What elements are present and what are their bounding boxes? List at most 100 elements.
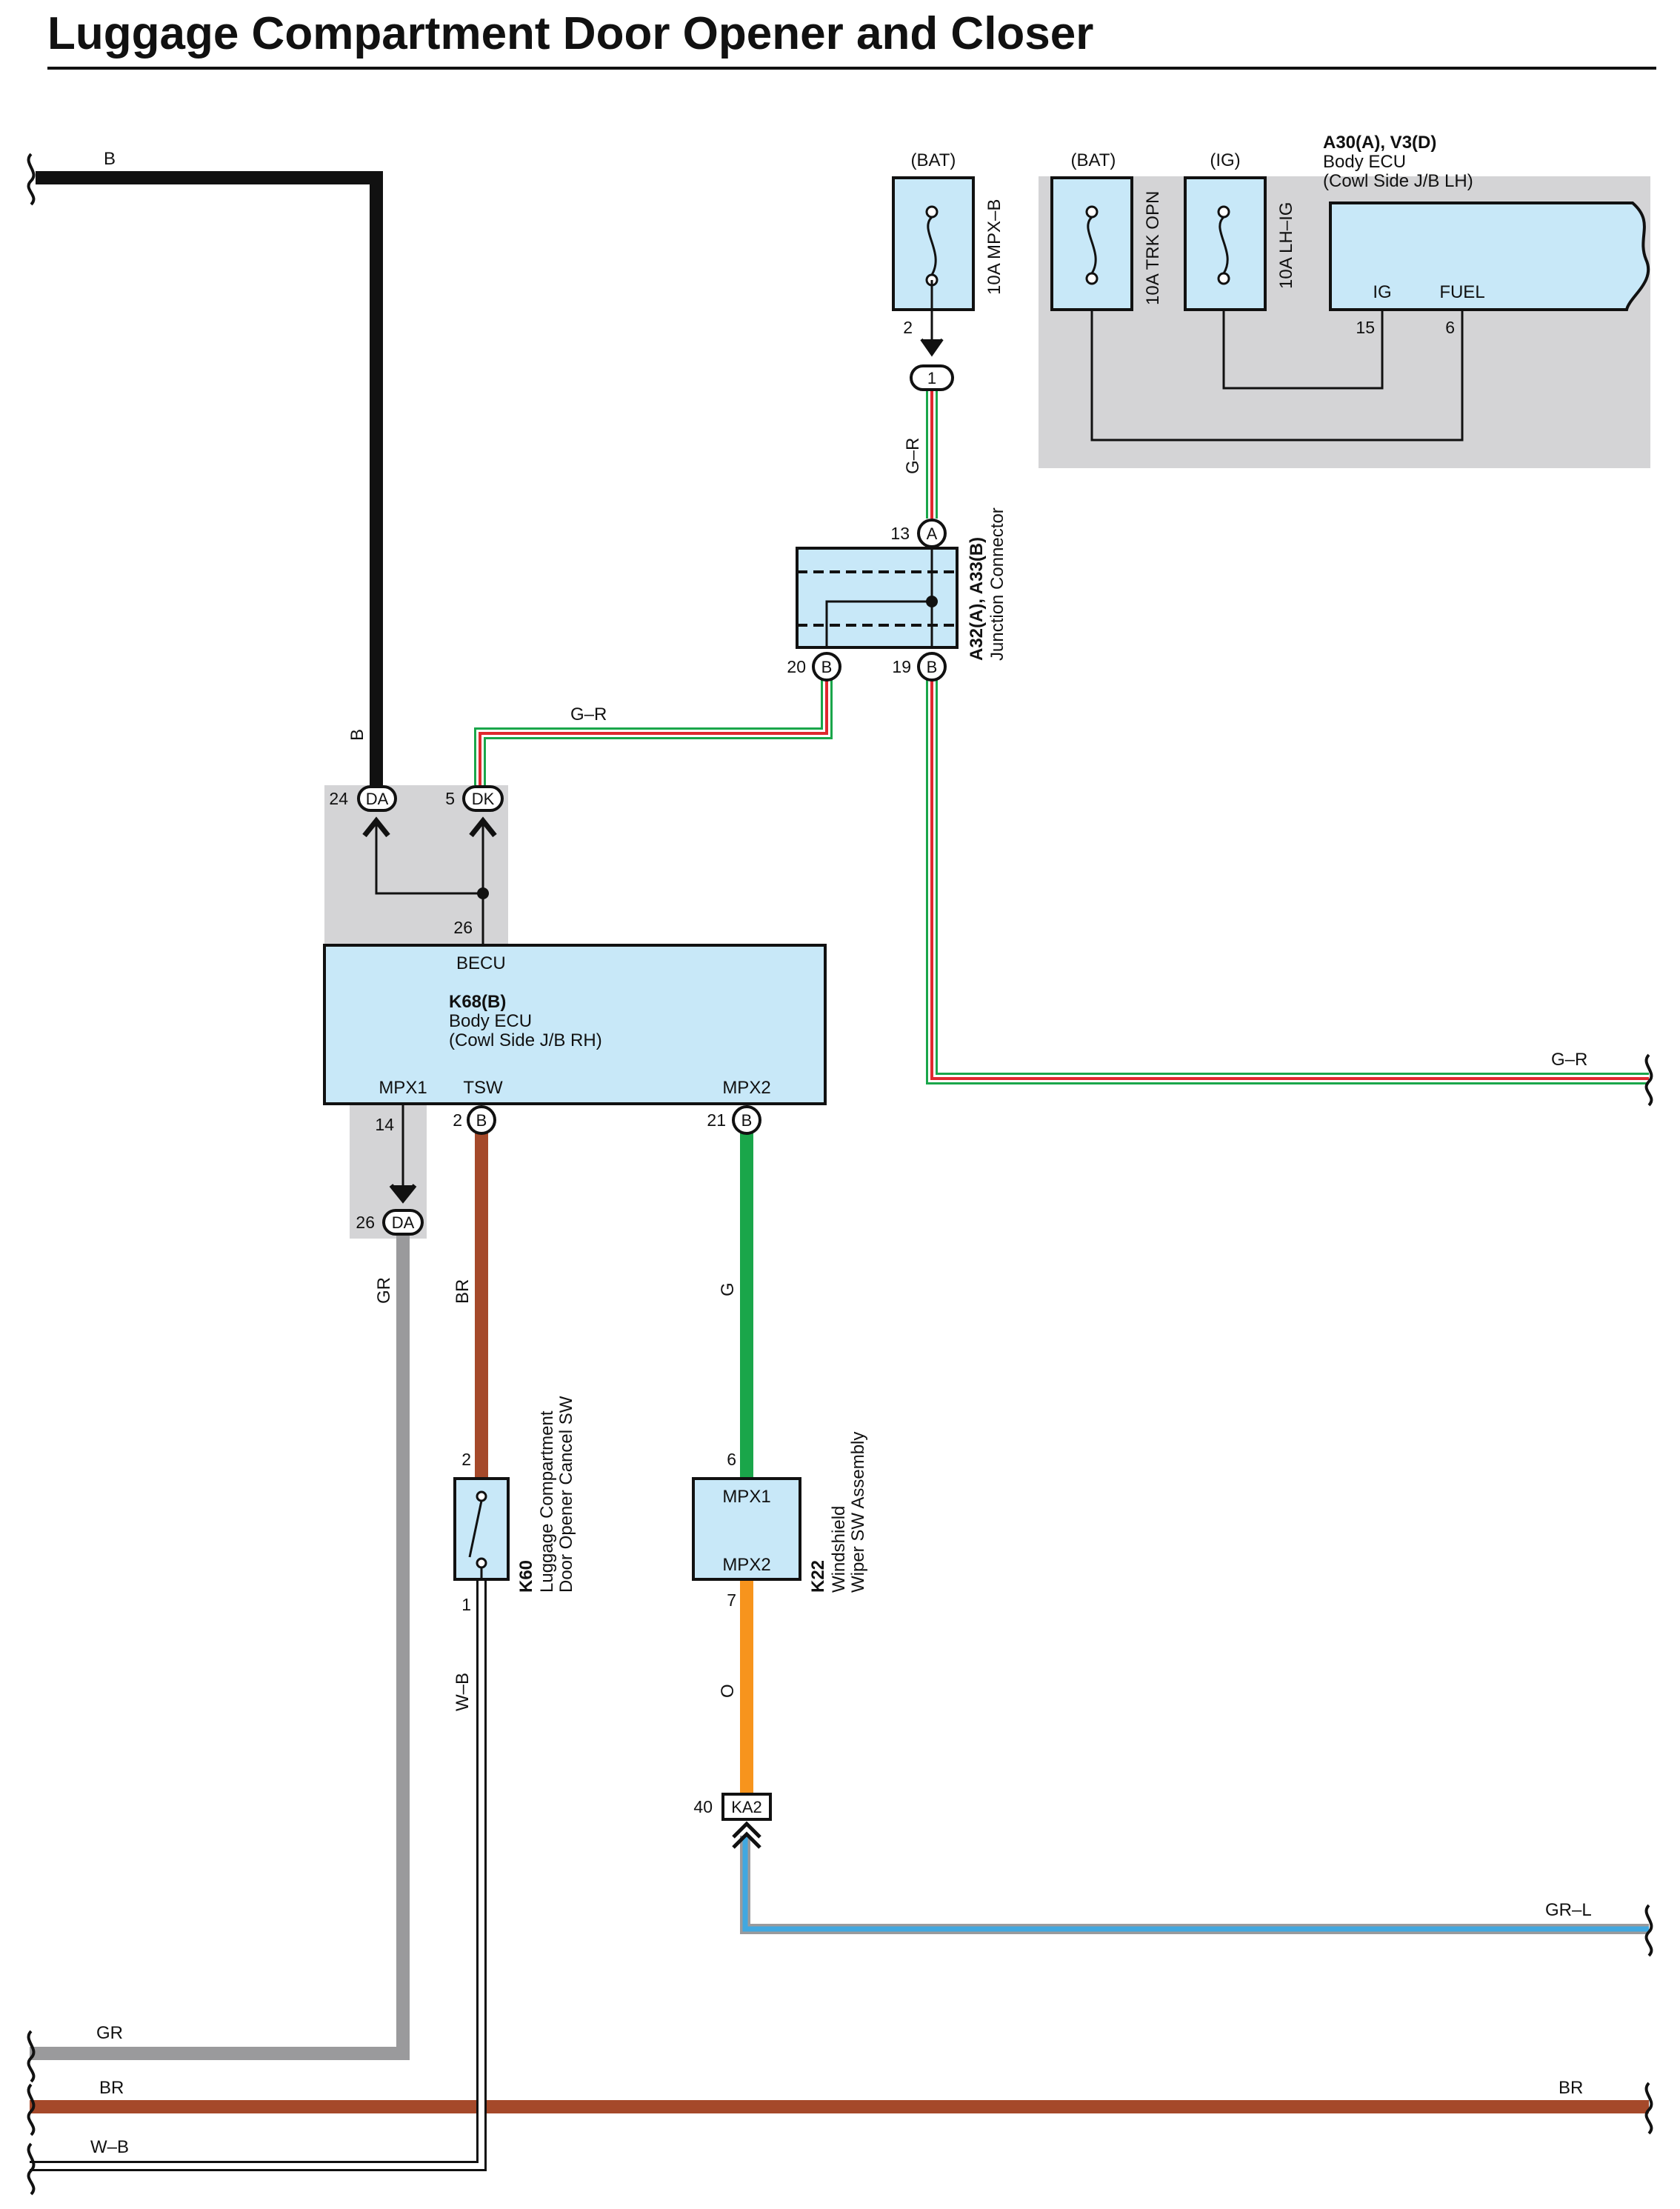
switch-k60 (453, 1477, 510, 1581)
wire-br-vertical-label: BR (453, 1279, 473, 1304)
wire-b-top-label: B (104, 149, 116, 169)
wire-br-bottom-right-label: BR (1559, 2078, 1583, 2098)
wire-gr-gray (30, 1234, 410, 2060)
connector-da-top-label: DA (366, 790, 389, 808)
body-ecu-rh-code: K68(B) (449, 992, 506, 1012)
wiper-k22-mpx2: MPX2 (722, 1555, 770, 1575)
wiper-k22-name-1: Windshield (829, 1506, 849, 1593)
connector-da-bottom-label: DA (392, 1213, 415, 1232)
connector-dk (462, 785, 504, 812)
tsw-connector (467, 1105, 496, 1135)
body-ecu-rh-becu-pin: 26 (453, 918, 473, 937)
wire-gr-bottom-label: GR (96, 2023, 123, 2043)
connector-ka2 (721, 1793, 772, 1821)
junction-conn-a-label: A (927, 524, 938, 543)
wire-gr-right-label: G–R (1551, 1050, 1587, 1070)
tsw-connector-label: B (476, 1111, 487, 1130)
body-ecu-rh-name: Body ECU (449, 1011, 532, 1031)
wire-gr-right (926, 680, 1649, 1084)
wire-w-b (30, 1579, 487, 2171)
wire-gr-jc-label: G–R (570, 704, 607, 724)
body-ecu-lh-pin-ig: IG (1373, 282, 1391, 302)
fuse-lh-ig-label: 10A LH–IG (1276, 202, 1296, 289)
splice-point (477, 887, 489, 899)
break-gr-right (1644, 1053, 1653, 1107)
wire-wb-vertical-label: W–B (453, 1673, 473, 1711)
junction-conn-b-right-label: B (927, 658, 938, 676)
connector-ka2-arrow (732, 1821, 761, 1849)
wire-br-bottom-left-label: BR (99, 2078, 124, 2098)
page-title: Luggage Compartment Door Opener and Clos… (47, 8, 1093, 59)
wire-lh-ig-to-ig (1222, 276, 1384, 390)
switch-k60-pin-top: 2 (461, 1450, 471, 1469)
body-ecu-rh-location: (Cowl Side J/B RH) (449, 1030, 602, 1050)
wiper-k22-pin-top: 6 (727, 1450, 736, 1469)
body-ecu-lh-fuel-num: 6 (1445, 318, 1455, 337)
connector-dk-label: DK (472, 790, 495, 808)
body-ecu-rh-tsw: TSW (463, 1078, 503, 1098)
fuse-lh-ig-source: (IG) (1210, 150, 1240, 170)
break-gr-bottom (27, 2030, 36, 2083)
connector-dk-arrow (469, 816, 497, 838)
mpx2-connector-label: B (741, 1111, 753, 1130)
connector-da-top (357, 785, 397, 812)
junction-conn-b-left-label: B (821, 658, 833, 676)
fuse-trk-opn (1050, 176, 1133, 311)
junction-connector-name: Junction Connector (987, 507, 1007, 661)
wire-wb-bottom-label: W–B (90, 2137, 129, 2157)
mpx2-connector (732, 1105, 761, 1135)
switch-k60-name-2: Door Opener Cancel SW (556, 1396, 576, 1593)
connector-da-top-pin: 24 (329, 789, 348, 808)
fuse-trk-opn-label: 10A TRK OPN (1143, 191, 1163, 305)
fuse-pin-label: 2 (903, 318, 913, 337)
junction-conn-b-right (917, 652, 947, 682)
break-grl-right (1644, 1904, 1653, 1957)
wire-grl-right-label: GR–L (1545, 1900, 1592, 1920)
wiper-k22-pin-bottom: 7 (727, 1590, 736, 1610)
body-ecu-lh-name: Body ECU (1323, 152, 1406, 172)
connector-ka2-pin: 40 (693, 1797, 713, 1816)
body-ecu-lh (1329, 201, 1650, 311)
body-ecu-rh-mpx1-pin: 14 (375, 1115, 394, 1134)
junction-conn-b-left (812, 652, 841, 682)
fuse-connector (910, 364, 954, 391)
wire-trk-opn-to-fuel (1090, 276, 1464, 442)
body-ecu-lh-pin-fuel: FUEL (1439, 282, 1484, 302)
fuse-mpx-b-label: 10A MPX–B (984, 199, 1004, 295)
body-ecu-lh-code: A30(A), V3(D) (1323, 133, 1436, 153)
fuse-mpx-b-source: (BAT) (911, 150, 956, 170)
wire-da-join (375, 821, 483, 895)
tsw-pin: 2 (453, 1110, 462, 1130)
wiper-k22-name-2: Wiper SW Assembly (848, 1432, 868, 1593)
body-ecu-lh-ig-num: 15 (1356, 318, 1375, 337)
junction-connector-code: A32(A), A33(B) (967, 537, 987, 661)
break-br-right (1644, 2082, 1653, 2135)
wire-gr-vertical-label: GR (374, 1277, 394, 1304)
fuse-connector-label: 1 (927, 369, 936, 387)
wire-gr-jc (474, 680, 833, 785)
wire-gr-fuse-label: G–R (903, 438, 923, 474)
wiper-k22 (692, 1477, 801, 1581)
switch-k60-pin-bottom: 1 (461, 1595, 471, 1614)
connector-da-bottom (382, 1209, 424, 1236)
wire-b (36, 171, 383, 787)
connector-dk-pin: 5 (445, 789, 455, 808)
wire-gr-l (740, 1836, 1649, 1934)
body-ecu-rh (323, 944, 827, 1105)
break-br-left (27, 2083, 36, 2136)
switch-k60-name-1: Luggage Compartment (537, 1410, 557, 1593)
switch-k60-code: K60 (516, 1560, 536, 1593)
fuse-lh-ig (1184, 176, 1267, 311)
break-b-top (27, 153, 36, 206)
junction-pin-right: 19 (892, 657, 911, 676)
body-ecu-rh-becu: BECU (456, 953, 506, 973)
fuse-mpx-b (892, 176, 975, 357)
wire-break-symbols (27, 153, 1653, 2196)
connector-da-top-arrow (362, 816, 390, 838)
connector-da-bottom-pin: 26 (356, 1213, 375, 1232)
junction-connector (796, 547, 959, 649)
body-ecu-rh-mpx2: MPX2 (722, 1078, 770, 1098)
wire-b-vertical-label: B (347, 729, 367, 741)
mpx2-pin: 21 (707, 1110, 726, 1130)
